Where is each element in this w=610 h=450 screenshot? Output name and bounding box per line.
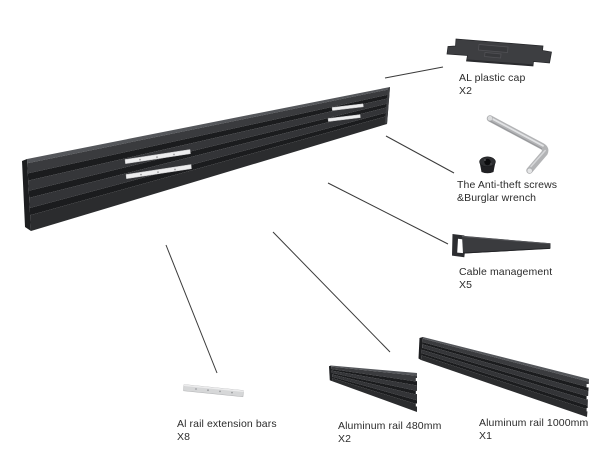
label-rail-480: Aluminum rail 480mm X2 xyxy=(338,420,441,446)
plastic-cap-illustration xyxy=(446,38,552,67)
part-name: Aluminum rail 480mm xyxy=(338,420,442,432)
label-plastic-cap: AL plastic cap X2 xyxy=(459,72,525,98)
label-rail-1000: Aluminum rail 1000mm X1 xyxy=(479,417,588,443)
leader-line-extension-bars xyxy=(165,244,218,374)
part-qty: X2 xyxy=(338,433,352,445)
label-cable-management: Cable management X5 xyxy=(459,266,552,292)
burglar-wrench-illustration xyxy=(486,115,549,174)
label-extension-bars: Al rail extension bars X8 xyxy=(177,418,277,444)
anti-theft-screw-illustration xyxy=(479,156,496,174)
part-qty: X8 xyxy=(177,431,191,443)
part-qty: X2 xyxy=(459,85,473,97)
rail-480-illustration xyxy=(329,365,419,412)
rail-1000-illustration xyxy=(418,337,590,417)
main-rail-illustration xyxy=(22,87,390,231)
part-name: Cable management xyxy=(459,266,553,278)
leader-lines xyxy=(165,66,455,374)
inserted-extension-bars xyxy=(124,103,364,179)
part-name: Al rail extension bars xyxy=(177,418,277,430)
part-qty: X1 xyxy=(479,430,493,442)
leader-line-plastic-cap xyxy=(384,66,444,79)
cable-management-illustration xyxy=(452,234,551,258)
leader-line-cable xyxy=(327,182,449,245)
label-anti-theft: The Anti-theft screws &Burglar wrench xyxy=(457,179,557,205)
part-name: The Anti-theft screws xyxy=(457,179,558,191)
part-qty: X5 xyxy=(459,279,473,291)
leader-line-anti-theft xyxy=(385,135,455,174)
part-name: Aluminum rail 1000mm xyxy=(479,417,589,429)
part-name-line2: &Burglar wrench xyxy=(457,192,537,204)
part-name: AL plastic cap xyxy=(459,72,526,84)
leader-line-rail-480 xyxy=(272,231,391,353)
extension-bar-illustration xyxy=(183,384,244,398)
